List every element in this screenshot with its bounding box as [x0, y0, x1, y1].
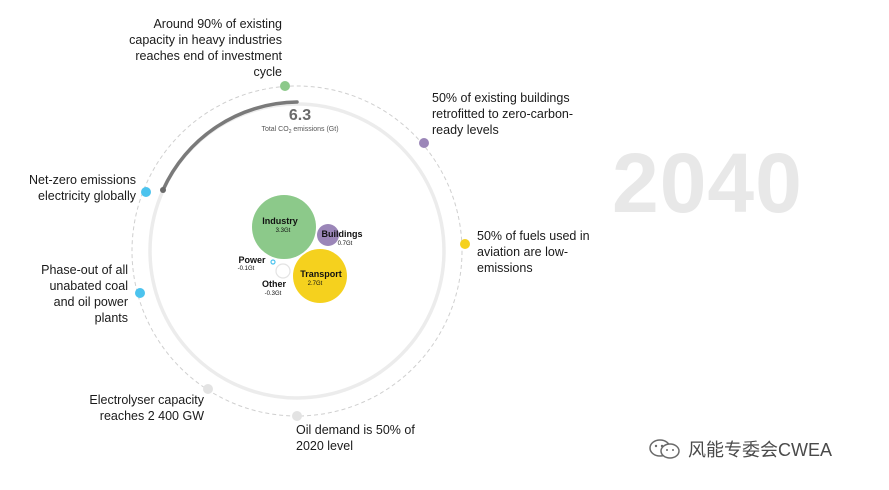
milestone-label-industry: Around 90% of existing capacity in heavy… — [129, 17, 282, 79]
milestone-dot-coal-oil-phaseout — [135, 288, 145, 298]
progress-arc — [161, 100, 299, 192]
milestone-label-buildings: 50% of existing buildings retrofitted to… — [432, 91, 574, 137]
inner-ring — [148, 102, 446, 400]
progress-arc-end — [160, 187, 166, 193]
year-label: 2040 — [612, 136, 803, 230]
milestone-dot-electrolyser — [203, 384, 213, 394]
bubble-transport-value: 2.7Gt — [308, 281, 323, 287]
bubble-power — [270, 259, 276, 265]
bubble-buildings-value: 0.7Gt — [338, 241, 353, 247]
watermark: 风能专委会CWEA — [648, 436, 832, 462]
milestone-label-oil-demand: Oil demand is 50% of 2020 level — [296, 423, 415, 453]
milestone-label-coal-oil-phaseout: Phase-out of all unabated coal and oil p… — [41, 263, 128, 325]
milestone-label-electrolyser: Electrolyser capacity reaches 2 400 GW — [89, 393, 204, 423]
milestone-dot-net-zero-electricity — [141, 187, 151, 197]
bubble-other-value: -0.3Gt — [265, 291, 282, 297]
bubble-power-name: Power — [238, 255, 266, 265]
watermark-text: 风能专委会CWEA — [688, 440, 832, 460]
chat-bubbles-icon — [649, 439, 680, 459]
bubble-buildings-name: Buildings — [322, 229, 363, 239]
total-emissions-label: Total CO2 emissions (Gt) — [261, 126, 338, 135]
bubble-transport-name: Transport — [300, 269, 342, 279]
bubble-other-name: Other — [262, 279, 287, 289]
milestone-dot-buildings — [419, 138, 429, 148]
milestone-dot-oil-demand — [292, 411, 302, 421]
bubble-industry-name: Industry — [262, 216, 298, 226]
milestone-dot-aviation — [460, 239, 470, 249]
milestone-dot-industry — [280, 81, 290, 91]
bubble-industry — [252, 195, 316, 259]
bubble-power-value: -0.1Gt — [238, 266, 255, 272]
bubble-industry-value: 3.3Gt — [276, 228, 291, 234]
bubble-transport — [293, 249, 347, 303]
milestone-label-aviation: 50% of fuels used in aviation are low-em… — [477, 229, 590, 275]
bubble-buildings — [317, 224, 339, 246]
bubble-other — [275, 263, 291, 279]
milestone-label-net-zero-electricity: Net-zero emissions electricity globally — [29, 173, 136, 203]
total-emissions-value: 6.3 — [289, 107, 311, 124]
